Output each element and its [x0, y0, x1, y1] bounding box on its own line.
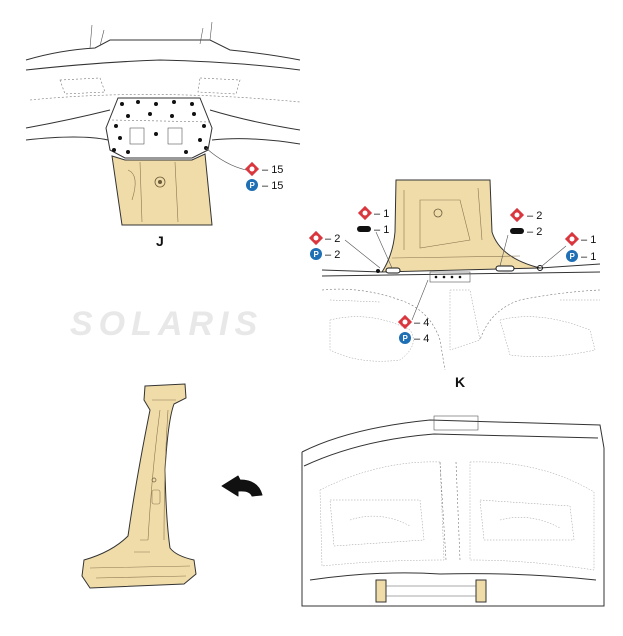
svg-text:P: P — [250, 181, 256, 190]
k-callout-bottom: – 4 P – 4 — [397, 314, 429, 345]
removed-center-pillar-part — [81, 383, 197, 589]
blue-circle-P-icon — [399, 332, 411, 344]
svg-text:– 4: – 4 — [414, 333, 429, 345]
view-j-label: J — [156, 233, 164, 249]
plug-weld-callout: P – 15 — [246, 179, 283, 192]
svg-text:P: P — [314, 250, 320, 259]
blue-circle-P-icon — [246, 179, 258, 191]
j-weld-points — [112, 100, 208, 154]
view-k-label: K — [455, 374, 465, 390]
svg-text:– 4: – 4 — [414, 317, 429, 329]
svg-text:– 1: – 1 — [581, 234, 596, 246]
k-center-pillar-lower — [381, 179, 541, 273]
curved-arrow-icon — [221, 475, 263, 497]
svg-text:– 1: – 1 — [374, 224, 389, 236]
svg-text:P: P — [403, 334, 409, 343]
blue-circle-P-icon — [310, 248, 322, 260]
svg-text:– 2: – 2 — [527, 210, 542, 222]
view-j-illustration — [25, 21, 301, 226]
spot-weld-callout: – 15 — [244, 161, 283, 177]
k-callout-right-outer: – 1 P – 1 — [564, 231, 596, 263]
j-roof-rail-plate — [105, 97, 213, 159]
black-capsule-icon — [510, 228, 524, 234]
view-k-callouts: – 2 P – 2 – 1 – 1 – 2 – 2 – 1 P — [308, 205, 596, 345]
svg-text:– 15: – 15 — [262, 164, 283, 176]
view-j-callouts: – 15 P – 15 — [244, 161, 283, 192]
watermark-text: SOLARIS — [70, 305, 263, 343]
svg-text:– 1: – 1 — [374, 208, 389, 220]
k-callout-right-inner: – 2 – 2 — [509, 207, 542, 238]
svg-text:– 2: – 2 — [325, 249, 340, 261]
svg-text:– 15: – 15 — [262, 180, 283, 192]
svg-text:P: P — [570, 252, 576, 261]
vehicle-body-side-overview — [301, 415, 605, 607]
j-center-pillar-upper — [111, 153, 213, 226]
view-k-illustration — [321, 179, 601, 371]
black-capsule-icon — [357, 226, 371, 232]
svg-text:– 2: – 2 — [527, 226, 542, 238]
k-callout-left-inner: – 1 – 1 — [357, 205, 389, 236]
blue-circle-P-icon — [566, 250, 578, 262]
svg-text:– 1: – 1 — [581, 251, 596, 263]
svg-text:– 2: – 2 — [325, 233, 340, 245]
k-callout-left-outer: – 2 P – 2 — [308, 230, 340, 261]
